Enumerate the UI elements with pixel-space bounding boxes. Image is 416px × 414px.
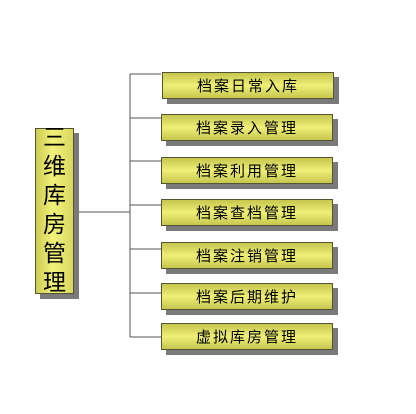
child-node-label: 档案后期维护	[195, 288, 298, 306]
child-node-virtual-storage-management: 虚拟库房管理	[161, 323, 333, 350]
child-node-label: 档案录入管理	[195, 119, 298, 137]
child-node-maintenance: 档案后期维护	[161, 283, 333, 310]
child-node-lookup-management: 档案查档管理	[161, 199, 333, 226]
child-node-cancellation-management: 档案注销管理	[161, 242, 333, 269]
child-node-entry-management: 档案录入管理	[161, 114, 333, 141]
root-node: 三维库房管理	[35, 125, 74, 296]
root-node-label: 三维库房管理	[43, 125, 66, 296]
child-node-label: 档案查档管理	[195, 204, 298, 222]
child-node-usage-management: 档案利用管理	[161, 157, 333, 184]
child-node-label: 虚拟库房管理	[195, 328, 298, 346]
child-node-daily-storage: 档案日常入库	[162, 72, 334, 99]
child-node-label: 档案利用管理	[195, 162, 298, 180]
child-node-label: 档案注销管理	[195, 247, 298, 265]
child-node-label: 档案日常入库	[196, 77, 299, 95]
